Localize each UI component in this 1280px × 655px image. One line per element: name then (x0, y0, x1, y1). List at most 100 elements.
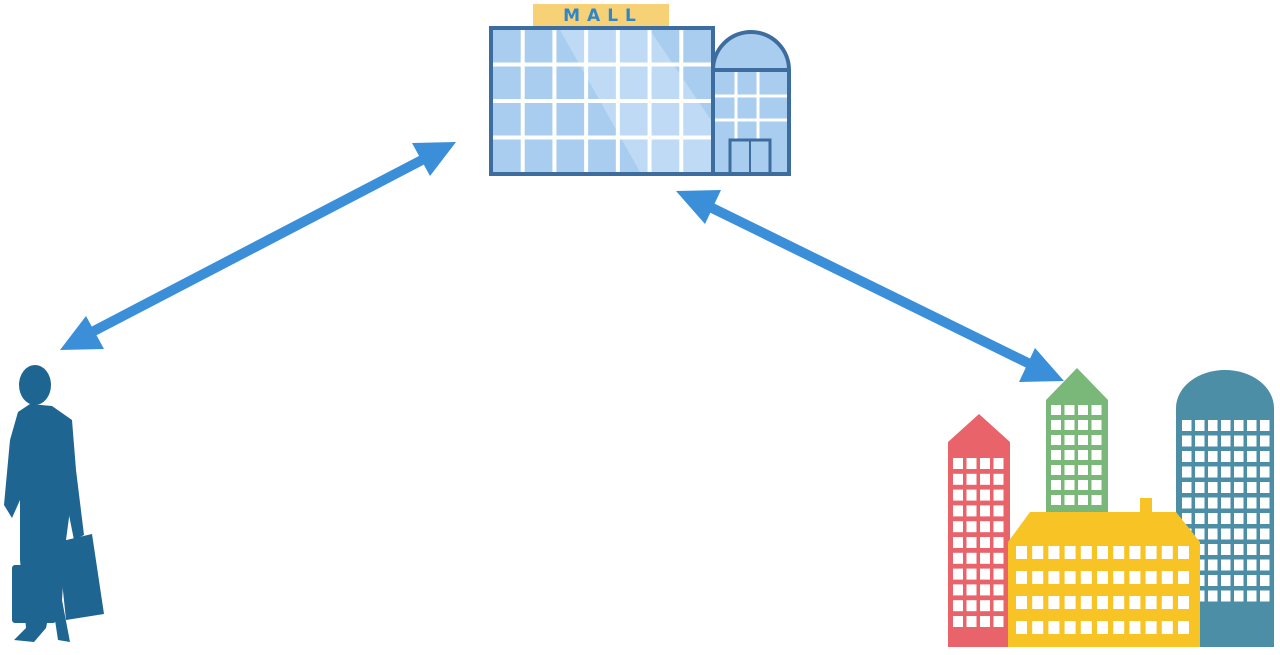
mall-building: MALL (489, 4, 791, 176)
window (1221, 466, 1231, 478)
window (1182, 497, 1192, 509)
window (1208, 528, 1218, 540)
window (1182, 513, 1192, 524)
window (1195, 451, 1205, 462)
window (1234, 435, 1244, 447)
window (993, 458, 1004, 469)
window (993, 521, 1004, 533)
window (1097, 571, 1108, 584)
window (1051, 405, 1061, 415)
window (1178, 571, 1189, 584)
window (1208, 559, 1218, 571)
window (1051, 465, 1061, 475)
window (1221, 435, 1231, 447)
person-bag-front (12, 565, 56, 623)
window (966, 616, 977, 627)
window (1091, 420, 1102, 430)
window (1182, 451, 1192, 462)
window (1208, 590, 1218, 602)
window (1080, 571, 1092, 584)
window (1078, 435, 1088, 445)
window (1208, 435, 1218, 447)
window (1178, 596, 1189, 609)
mall-sign (533, 4, 669, 26)
window (1064, 465, 1075, 475)
building-green-windows (1051, 405, 1102, 505)
mall-sign-text: MALL (563, 6, 643, 26)
window (1064, 546, 1076, 559)
window (1195, 513, 1205, 524)
city-buildings (948, 368, 1274, 647)
window (1208, 482, 1218, 493)
window (1078, 405, 1088, 415)
window (966, 568, 977, 580)
window (980, 505, 990, 517)
window (980, 568, 990, 580)
window (1032, 546, 1044, 559)
window (1208, 497, 1218, 509)
window (1260, 435, 1270, 447)
window (1178, 546, 1189, 559)
window (1221, 575, 1231, 586)
window (966, 600, 977, 612)
window (1113, 546, 1125, 559)
window (953, 600, 963, 612)
window (1078, 450, 1088, 460)
window (1221, 528, 1231, 540)
window (1221, 559, 1231, 571)
window (1064, 420, 1075, 430)
window (966, 521, 977, 533)
window (1016, 621, 1027, 634)
building-red-windows (953, 458, 1004, 627)
window (1247, 528, 1257, 540)
window (1221, 544, 1231, 555)
window (1161, 621, 1173, 634)
arrowhead-mall-right (676, 190, 721, 224)
window (966, 473, 977, 485)
window (953, 568, 963, 580)
window (966, 552, 977, 564)
building-yellow-windows (1016, 546, 1189, 634)
window (1078, 465, 1088, 475)
window (966, 505, 977, 517)
window (980, 473, 990, 485)
window (953, 616, 963, 627)
window (1247, 575, 1257, 586)
window (1051, 420, 1061, 430)
window (1208, 544, 1218, 555)
window (1097, 596, 1108, 609)
window (1032, 596, 1044, 609)
window (980, 489, 990, 501)
window (953, 552, 963, 564)
window (1016, 596, 1027, 609)
window (1260, 497, 1270, 509)
window (1208, 420, 1218, 431)
window (1145, 571, 1157, 584)
window (1064, 571, 1076, 584)
window (1129, 546, 1141, 559)
window (1182, 420, 1192, 431)
window (1221, 482, 1231, 493)
window (1221, 497, 1231, 509)
window (1178, 621, 1189, 634)
window (1032, 621, 1044, 634)
window (1234, 482, 1244, 493)
window (980, 600, 990, 612)
person-head (19, 365, 51, 405)
window (1234, 559, 1244, 571)
window (1113, 621, 1125, 634)
window (1091, 465, 1102, 475)
window (1260, 482, 1270, 493)
arrowhead-mall-left (412, 142, 456, 176)
window (993, 537, 1004, 548)
window (1260, 420, 1270, 431)
window (1247, 435, 1257, 447)
window (1247, 513, 1257, 524)
window (980, 458, 990, 469)
window (953, 458, 963, 469)
window (1234, 497, 1244, 509)
window (1260, 513, 1270, 524)
window (1145, 546, 1157, 559)
window (993, 600, 1004, 612)
window (966, 489, 977, 501)
